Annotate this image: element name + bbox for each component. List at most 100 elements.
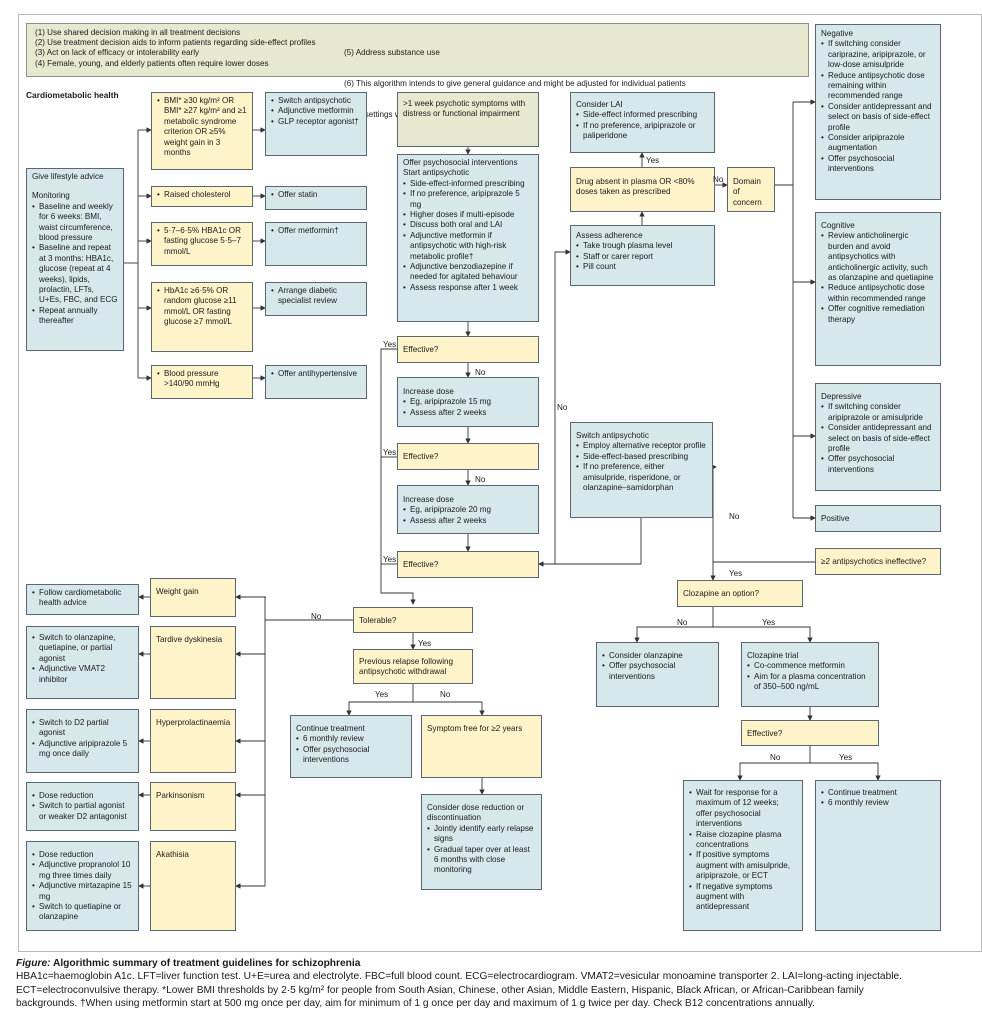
yes-label: Yes xyxy=(839,753,853,762)
decision-text: Drug absent in plasma OR <80% doses take… xyxy=(576,177,695,197)
metformin-box: Offer metformin† xyxy=(265,222,367,266)
akathisia-action: Dose reduction Adjunctive propranolol 10… xyxy=(26,841,139,931)
list-item: If no preference, aripiprazole or palipe… xyxy=(576,121,709,142)
side-effect-name: Parkinsonism xyxy=(156,791,205,800)
list-item: Higher doses if multi-episode xyxy=(403,210,533,221)
list-item: Side-effect-informed prescribing xyxy=(403,179,533,190)
list-item: Adjunctive benzodiazepine if needed for … xyxy=(403,262,533,283)
list-item: Continue treatment xyxy=(821,788,935,799)
list-item: Adjunctive aripiprazole 5 mg once daily xyxy=(32,739,133,760)
list-item: Adjunctive propranolol 10 mg three times… xyxy=(32,860,133,881)
list-item: Side-effect informed prescribing xyxy=(576,110,709,121)
tardive-dyskinesia-action: Switch to olanzapine, quetiapine, or par… xyxy=(26,626,139,699)
side-effect-name: Weight gain xyxy=(156,587,199,596)
list-item: Assess after 2 weeks xyxy=(403,516,533,527)
list-item: Raise clozapine plasma concentrations xyxy=(689,830,797,851)
side-effect-akathisia: Akathisia xyxy=(150,841,236,931)
list-item: Switch antipsychotic xyxy=(271,96,361,107)
caption-title: Figure: Algorithmic summary of treatment… xyxy=(16,957,971,970)
box-head: Positive xyxy=(821,514,850,523)
side-effect-name: Akathisia xyxy=(156,850,189,859)
ineffective-decision: ≥2 antipsychotics ineffective? xyxy=(815,548,941,575)
decision-text: Tolerable? xyxy=(359,616,397,625)
note-line: (3) Act on lack of efficacy or intolerab… xyxy=(35,48,200,58)
list-item: If switching consider aripiprazole or am… xyxy=(821,402,935,423)
decision-text: Domain of concern xyxy=(733,177,762,207)
list-item: If no preference, either amisulpride, ri… xyxy=(576,462,707,493)
no-label: No xyxy=(677,618,688,627)
list-item: Dose reduction xyxy=(32,850,133,861)
list-item: If positive symptoms augment with amisul… xyxy=(689,850,797,881)
list-item: Switch to D2 partial agonist xyxy=(32,718,133,739)
box-head: Continue treatment xyxy=(296,724,365,733)
note-line: (5) Address substance use xyxy=(344,48,440,58)
box-head: Clozapine trial xyxy=(747,651,799,660)
negative-domain-box: Negative If switching consider cariprazi… xyxy=(815,24,941,200)
decision-text: Effective? xyxy=(403,560,439,569)
list-item: Offer psychosocial interventions xyxy=(296,745,406,766)
weight-gain-action: Follow cardiometabolic health advice xyxy=(26,584,139,615)
diabetes-box: HbA1c ≥6·5% OR random glucose ≥11 mmol/L… xyxy=(151,282,253,352)
no-label: No xyxy=(311,612,322,621)
relapse-decision: Previous relapse following antipsychotic… xyxy=(353,649,473,684)
caption-title-text: Algorithmic summary of treatment guideli… xyxy=(50,958,361,969)
box-head: Depressive xyxy=(821,392,862,401)
list-item: Discuss both oral and LAI xyxy=(403,220,533,231)
increase-dose-15-box: Increase dose Eg, aripiprazole 15 mg Ass… xyxy=(397,377,539,427)
bmi-action-box: Switch antipsychotic Adjunctive metformi… xyxy=(265,92,367,156)
box-head: Switch antipsychotic xyxy=(576,431,649,440)
assess-adherence-box: Assess adherence Take trough plasma leve… xyxy=(570,225,715,286)
yes-label: Yes xyxy=(729,569,743,578)
yes-label: Yes xyxy=(383,555,397,564)
list-item: Review anticholinergic burden and avoid … xyxy=(821,231,935,283)
box-head: Consider LAI xyxy=(576,100,623,109)
list-item: Co-commence metformin xyxy=(747,661,873,672)
decision-text: Previous relapse following antipsychotic… xyxy=(359,657,454,677)
list-item: Employ alternative receptor profile xyxy=(576,441,707,452)
list-item: GLP receptor agonist† xyxy=(271,117,361,128)
list-item: Eg, aripiprazole 15 mg xyxy=(403,397,533,408)
side-effect-hyperprolactinaemia: Hyperprolactinaemia xyxy=(150,709,236,773)
no-label: No xyxy=(557,403,568,412)
list-item: Switch to partial agonist or weaker D2 a… xyxy=(32,801,133,822)
note-line: (2) Use treatment decision aids to infor… xyxy=(35,38,316,48)
decision-text: Effective? xyxy=(403,452,439,461)
decision-text: Effective? xyxy=(403,345,439,354)
list-item: Adjunctive VMAT2 inhibitor xyxy=(32,664,133,685)
decision-text: Effective? xyxy=(747,729,783,738)
list-item: Offer cognitive remediation therapy xyxy=(821,304,935,325)
list-item: Offer psychosocial interventions xyxy=(821,454,935,475)
no-label: No xyxy=(713,175,724,184)
lifestyle-head: Give lifestyle advice xyxy=(32,172,104,181)
tolerable-decision: Tolerable? xyxy=(353,607,473,633)
statin-box: Offer statin xyxy=(265,186,367,210)
hyperprolactinaemia-action: Switch to D2 partial agonist Adjunctive … xyxy=(26,709,139,773)
list-item: 6 monthly review xyxy=(821,798,935,809)
diabetic-review-box: Arrange diabetic specialist review xyxy=(265,282,367,316)
caption-line: HBA1c=haemoglobin A1c. LFT=liver functio… xyxy=(16,971,903,983)
no-label: No xyxy=(729,512,740,521)
parkinsonism-action: Dose reduction Switch to partial agonist… xyxy=(26,782,139,831)
box-head: Assess adherence xyxy=(576,231,643,240)
monitoring-label: Monitoring xyxy=(32,191,70,201)
yes-label: Yes xyxy=(418,639,432,648)
list-item: Reduce antipsychotic dose within recomme… xyxy=(821,283,935,304)
list-item: Baseline and repeat at 3 months: HBA1c, … xyxy=(32,243,118,305)
box-head: Increase dose xyxy=(403,495,454,504)
list-item: Offer psychosocial interventions xyxy=(602,661,713,682)
consider-lai-box: Consider LAI Side-effect informed prescr… xyxy=(570,92,715,153)
side-effect-parkinsonism: Parkinsonism xyxy=(150,782,236,831)
continue-treatment-clozapine-box: Continue treatment 6 monthly review xyxy=(815,780,941,931)
note-line: (1) Use shared decision making in all tr… xyxy=(35,28,241,37)
domain-of-concern-decision: Domain of concern xyxy=(727,167,775,212)
increase-dose-20-box: Increase dose Eg, aripiprazole 20 mg Ass… xyxy=(397,485,539,534)
list-item: Offer statin xyxy=(271,190,361,201)
cholesterol-box: Raised cholesterol xyxy=(151,186,253,207)
list-item: Adjunctive mirtazapine 15 mg xyxy=(32,881,133,902)
symptoms-text: >1 week psychotic symptoms with distress… xyxy=(403,99,526,119)
list-item: Offer antihypertensive xyxy=(271,369,361,380)
lifestyle-advice-box: Give lifestyle advice Monitoring Baselin… xyxy=(26,168,124,351)
continue-treatment-box: Continue treatment 6 monthly review Offe… xyxy=(290,715,412,778)
list-item: If switching consider cariprazine, aripi… xyxy=(821,39,935,70)
list-item: Gradual taper over at least 6 months wit… xyxy=(427,845,536,876)
